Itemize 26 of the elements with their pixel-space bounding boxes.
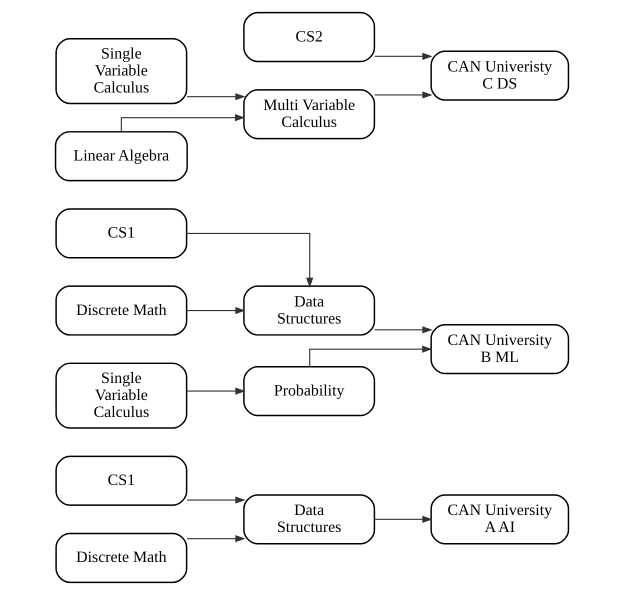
node-box: CAN University A AI	[430, 494, 570, 544]
node-box: CS1	[55, 456, 188, 506]
node-box: Multi Variable Calculus	[243, 89, 376, 140]
node-box: CS2	[243, 12, 376, 62]
arrow	[186, 232, 314, 288]
node-box: CAN University B ML	[430, 324, 570, 374]
node-box: Discrete Math	[55, 532, 188, 584]
node-box: Single Variable Calculus	[55, 38, 188, 104]
arrow	[309, 346, 432, 367]
node-box: Discrete Math	[55, 285, 188, 336]
node-box: CS1	[55, 208, 188, 259]
node-box: CAN Univeristy C DS	[430, 50, 570, 101]
node-box: Linear Algebra	[54, 131, 188, 182]
arrow	[187, 388, 246, 395]
arrow	[187, 496, 246, 504]
node-box: Single Variable Calculus	[55, 362, 188, 429]
arrow	[374, 516, 433, 523]
arrow	[374, 91, 433, 99]
node-box: Data Structures	[243, 494, 376, 544]
arrow	[187, 535, 246, 542]
arrow	[187, 93, 246, 100]
arrow	[187, 306, 246, 314]
arrow	[374, 52, 433, 60]
arrow	[374, 326, 433, 334]
node-box: Data Structures	[243, 285, 376, 336]
node-box: Probability	[243, 366, 376, 416]
